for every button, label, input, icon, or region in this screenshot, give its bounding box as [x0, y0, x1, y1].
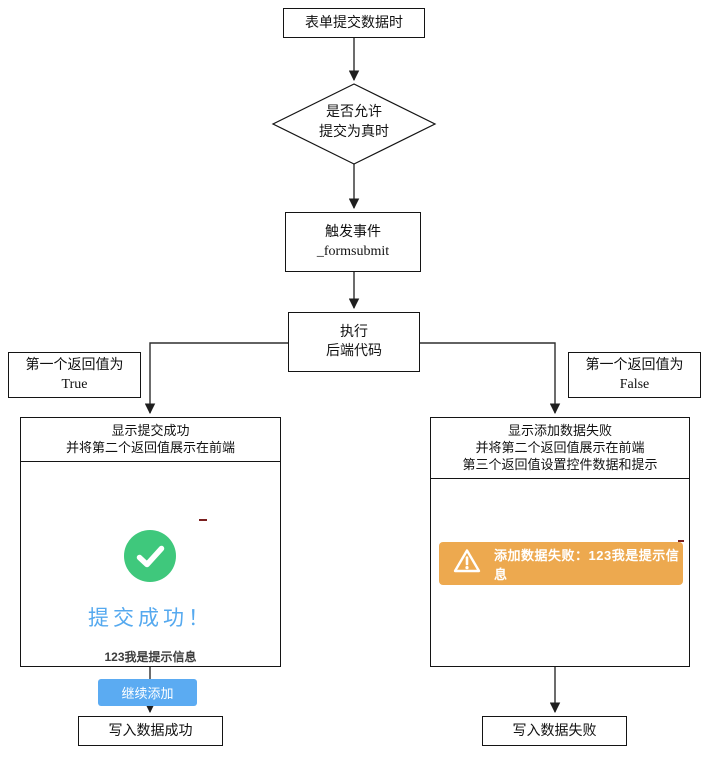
failure-header-line1: 显示添加数据失败	[507, 423, 612, 438]
execute-line2: 后端代码	[326, 344, 382, 359]
stray-dash-mark	[199, 519, 207, 521]
warning-icon	[453, 548, 481, 579]
branch-true-line2: True	[61, 377, 88, 392]
failure-box-header: 显示添加数据失败 并将第二个返回值展示在前端 第三个返回值设置控件数据和提示	[431, 418, 689, 479]
decision-line2: 提交为真时	[319, 125, 389, 140]
success-preview: 提交成功！ 123我是提示信息 继续添加	[21, 462, 280, 706]
end-failure-label: 写入数据失败	[512, 723, 597, 739]
node-decision: 是否允许 提交为真时	[294, 103, 414, 143]
success-title: 提交成功！	[88, 607, 213, 630]
success-message: 123我是提示信息	[104, 650, 197, 664]
continue-add-button[interactable]: 继续添加	[98, 679, 197, 706]
branch-false-line2: False	[619, 377, 650, 392]
decision-diamond-shape	[271, 83, 437, 165]
arrow-execute-to-failure	[420, 342, 561, 415]
success-header-line2: 并将第二个返回值展示在前端	[65, 440, 235, 455]
branch-false-line1: 第一个返回值为	[585, 358, 684, 373]
node-end-success: 写入数据成功	[78, 716, 223, 746]
decision-line1: 是否允许	[326, 105, 382, 120]
success-box-header: 显示提交成功 并将第二个返回值展示在前端	[21, 418, 280, 462]
node-start: 表单提交数据时	[283, 8, 425, 38]
branch-label-true: 第一个返回值为 True	[8, 352, 141, 398]
trigger-line2: _formsubmit	[316, 244, 390, 259]
node-trigger-event: 触发事件 _formsubmit	[285, 212, 421, 272]
branch-true-line1: 第一个返回值为	[25, 358, 124, 373]
failure-result-box: 显示添加数据失败 并将第二个返回值展示在前端 第三个返回值设置控件数据和提示 添…	[430, 417, 690, 667]
success-check-icon	[124, 530, 176, 582]
node-execute-backend: 执行 后端代码	[288, 312, 420, 372]
warning-banner: 添加数据失败：123我是提示信息	[439, 542, 683, 585]
node-end-failure: 写入数据失败	[482, 716, 627, 746]
end-success-label: 写入数据成功	[108, 723, 193, 739]
branch-label-false: 第一个返回值为 False	[568, 352, 701, 398]
failure-header-line2: 并将第二个返回值展示在前端	[475, 440, 645, 455]
execute-line1: 执行	[340, 325, 368, 340]
start-label: 表单提交数据时	[305, 15, 403, 31]
trigger-line1: 触发事件	[325, 225, 381, 240]
success-header-line1: 显示提交成功	[111, 423, 190, 438]
failure-preview: 添加数据失败：123我是提示信息	[431, 479, 689, 669]
success-result-box: 显示提交成功 并将第二个返回值展示在前端 提交成功！ 123我是提示信息 继续添…	[20, 417, 281, 706]
stray-dash-mark	[678, 540, 684, 542]
arrow-execute-to-success	[144, 342, 288, 415]
failure-header-line3: 第三个返回值设置控件数据和提示	[462, 457, 658, 472]
warning-text: 添加数据失败：123我是提示信息	[494, 547, 680, 582]
